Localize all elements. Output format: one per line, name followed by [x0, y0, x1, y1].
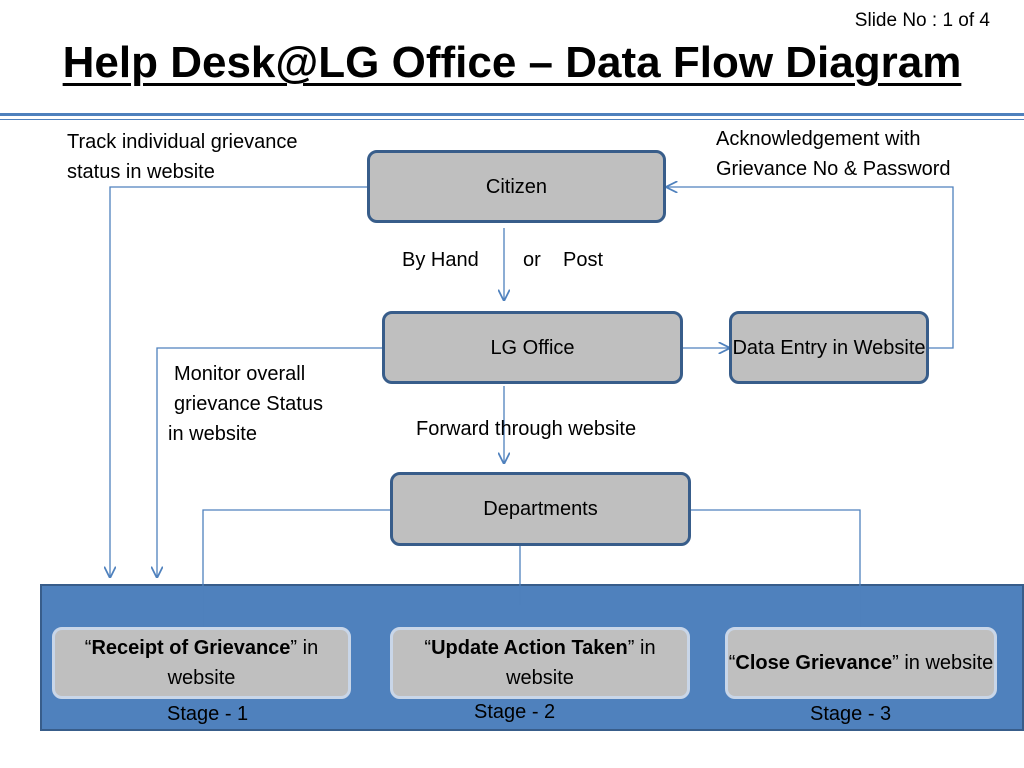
arrow-data-entry-to-citizen [667, 187, 954, 349]
label-monitor-line2: grievance Status [174, 393, 323, 415]
node-citizen: Citizen [367, 150, 666, 223]
label-by-hand: By Hand [402, 249, 479, 271]
label-track-line2: status in website [67, 161, 215, 183]
arrow-lg-office-monitor-status [157, 347, 382, 577]
line-departments-to-stage-3 [690, 509, 861, 627]
node-departments: Departments [390, 472, 691, 546]
stage-1-label: Stage - 1 [167, 703, 249, 725]
page-title: Help Desk@LG Office – Data Flow Diagram [62, 38, 962, 87]
label-or: or [523, 249, 541, 271]
node-stage-2: “Update Action Taken” in website [390, 627, 690, 699]
line-departments-to-stage-1 [202, 509, 390, 627]
label-ack-line2: Grievance No & Password [716, 158, 951, 180]
title-divider [0, 113, 1024, 116]
slide-number: Slide No : 1 of 4 [854, 10, 990, 31]
node-data-entry: Data Entry in Website [729, 311, 929, 384]
label-monitor-line1: Monitor overall [174, 363, 306, 385]
stage-3-label: Stage - 3 [810, 703, 892, 725]
title-divider-thin [0, 119, 1024, 120]
node-lg-office: LG Office [382, 311, 683, 384]
stage-2-label: Stage - 2 [474, 701, 556, 723]
label-monitor-line3: in website [168, 423, 257, 445]
label-ack-line1: Acknowledgement with [716, 128, 921, 150]
arrow-citizen-track-status [110, 186, 367, 577]
label-forward: Forward through website [416, 418, 637, 440]
label-post: Post [563, 249, 604, 271]
node-stage-3: “Close Grievance” in website [725, 627, 997, 699]
label-track-line1: Track individual grievance [67, 131, 298, 153]
node-stage-1: “Receipt of Grievance” in website [52, 627, 351, 699]
